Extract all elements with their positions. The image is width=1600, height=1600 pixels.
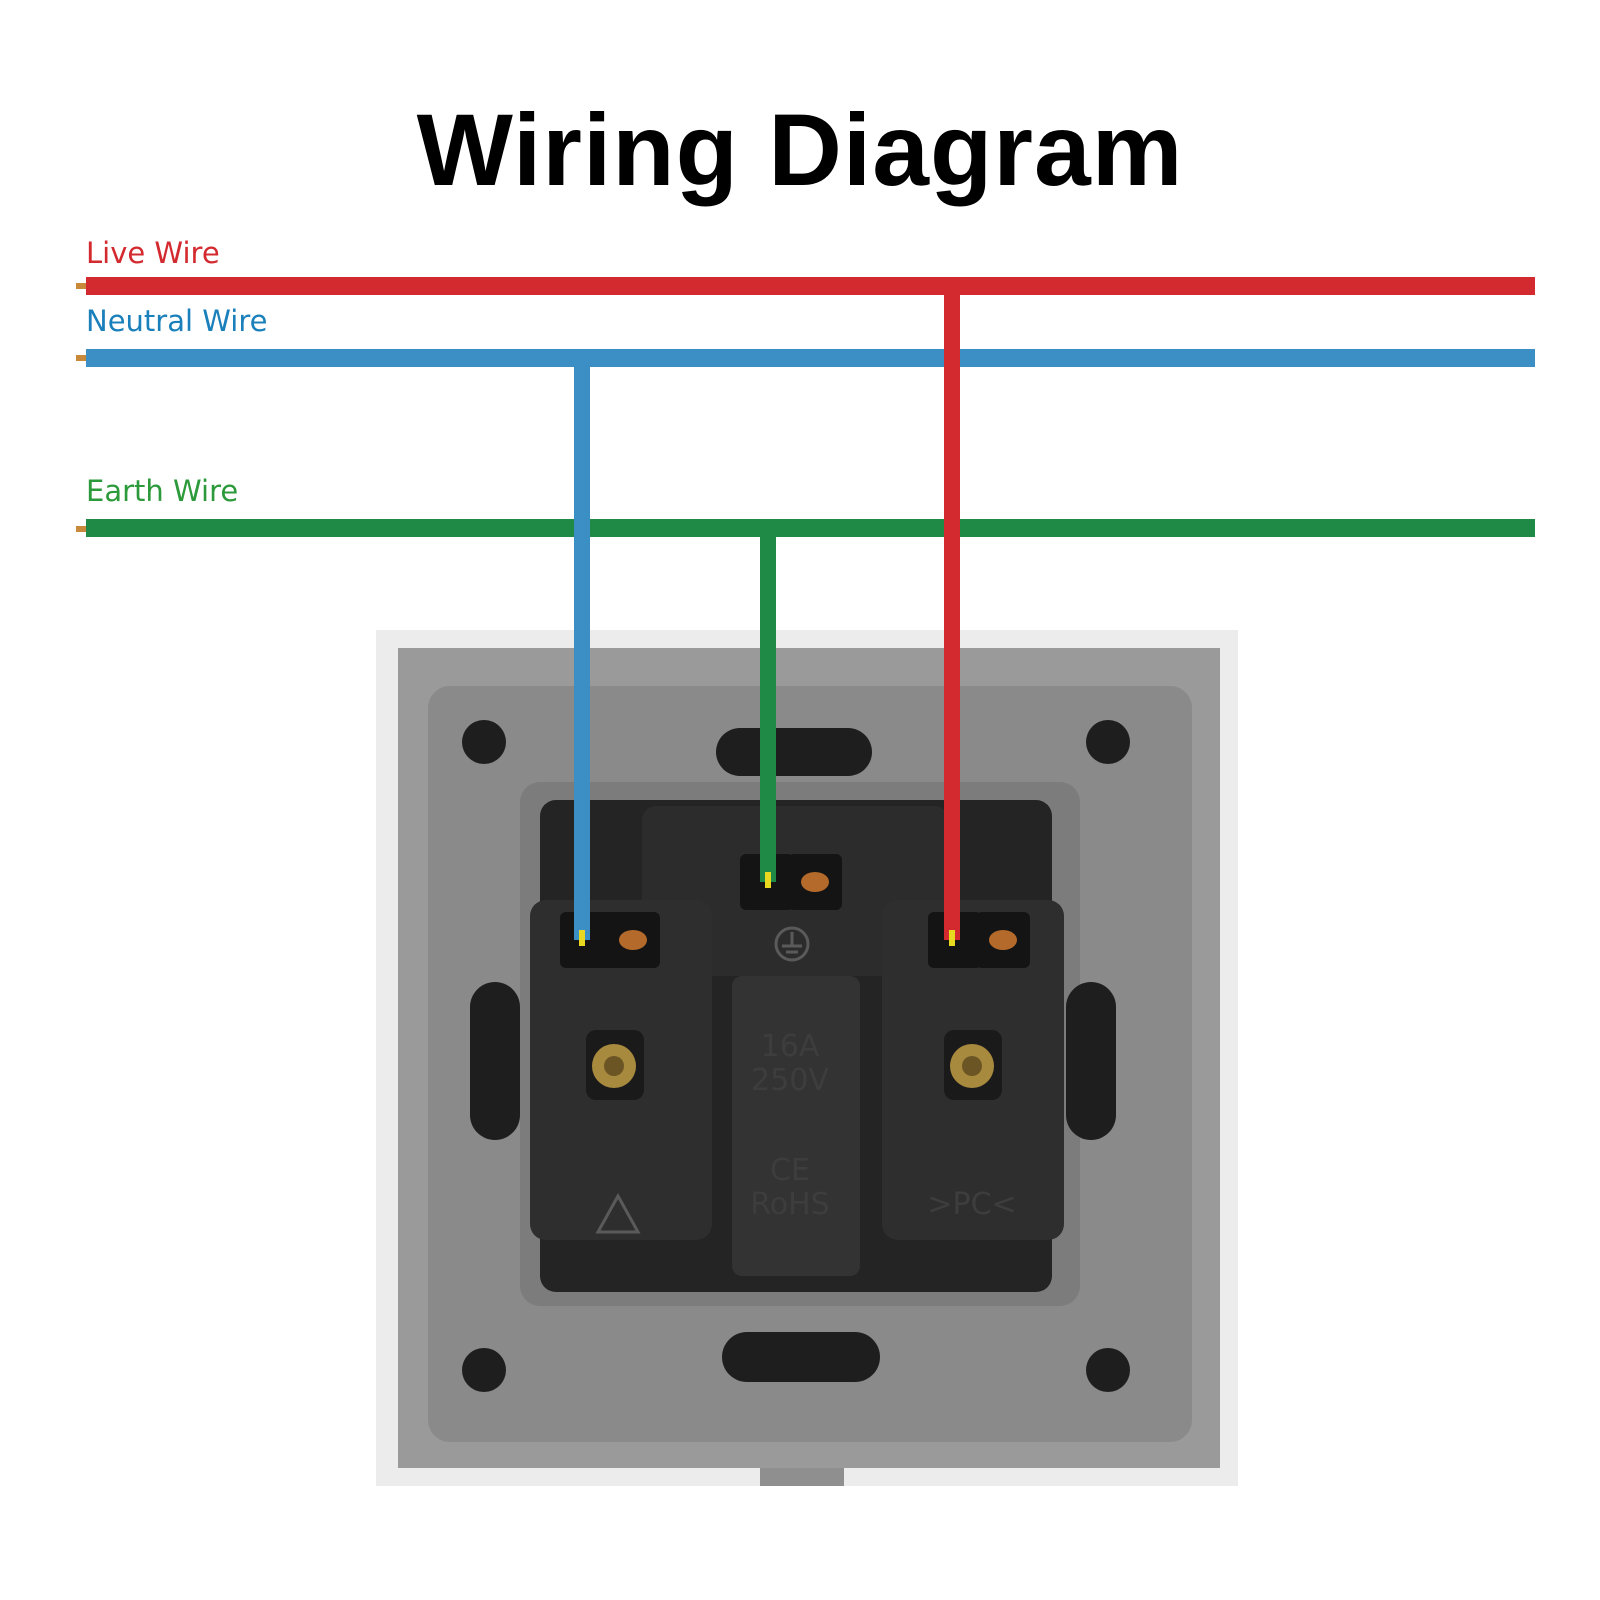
recycle-icon: [595, 1192, 641, 1234]
material-mark-text: >PC<: [927, 1187, 1016, 1222]
mount-hole-icon: [462, 1348, 506, 1392]
voltage-rating-text: 250V: [751, 1063, 829, 1098]
mount-hole-icon: [1086, 720, 1130, 764]
live-wire-label: Live Wire: [86, 236, 220, 270]
diagram-title: Wiring Diagram: [416, 93, 1184, 207]
mount-hole-icon: [1086, 1348, 1130, 1392]
socket-terminal-block: 16A 250V CE RoHS >PC<: [530, 800, 1064, 1292]
mount-slot-icon: [470, 982, 520, 1140]
mount-slot-icon: [1066, 982, 1116, 1140]
ce-mark-text: CE: [770, 1153, 810, 1188]
rohs-mark-text: RoHS: [750, 1187, 829, 1222]
mount-slot-icon: [722, 1332, 880, 1382]
current-rating-text: 16A: [761, 1029, 820, 1064]
earth-wire-label: Earth Wire: [86, 474, 239, 508]
mount-slot-icon: [716, 728, 872, 776]
mount-hole-icon: [462, 720, 506, 764]
drop-wires: [574, 290, 960, 946]
main-wires: [76, 277, 1535, 537]
neutral-wire-label: Neutral Wire: [86, 304, 268, 338]
earth-symbol-icon: [774, 926, 810, 962]
